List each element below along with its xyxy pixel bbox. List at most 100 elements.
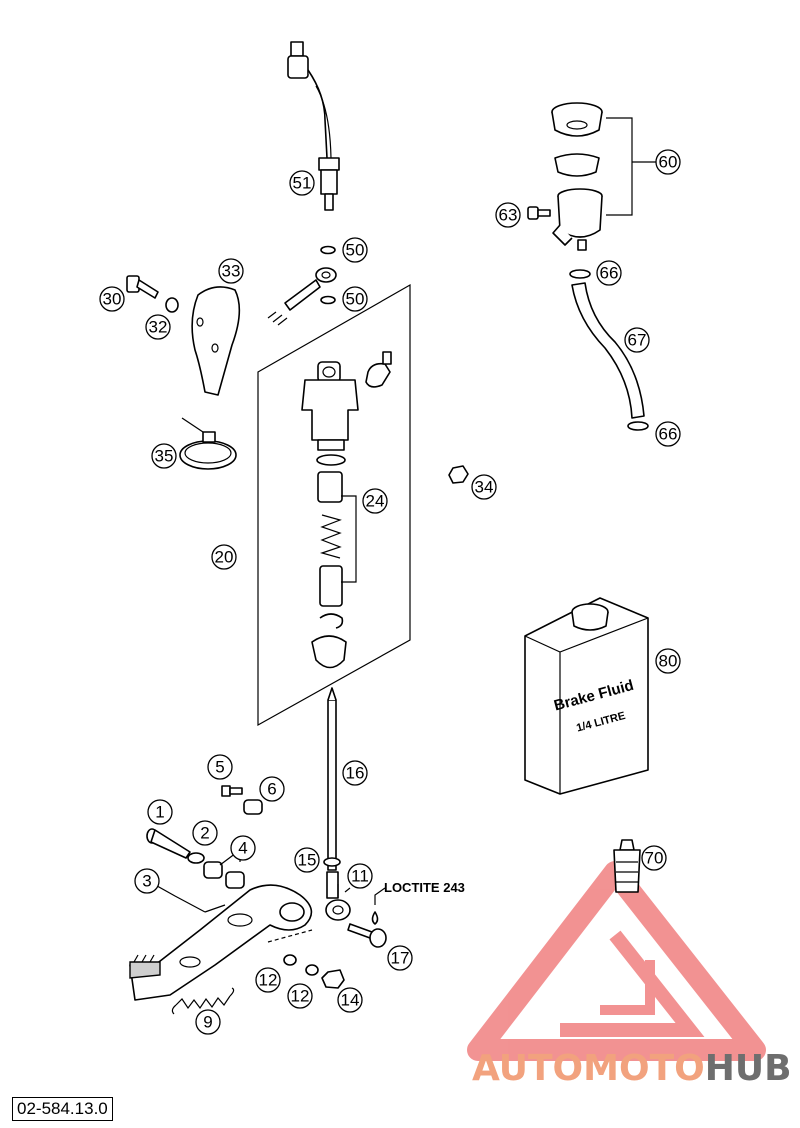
callout-24: 24 xyxy=(362,488,388,514)
callout-1: 1 xyxy=(147,799,173,825)
svg-text:20: 20 xyxy=(215,548,234,567)
callout-12-a: 12 xyxy=(255,967,281,993)
callout-33: 33 xyxy=(218,258,244,284)
hose-67 xyxy=(571,282,645,419)
svg-text:70: 70 xyxy=(645,849,664,868)
piston-sleeve xyxy=(317,471,343,503)
callout-16: 16 xyxy=(342,760,368,786)
svg-text:66: 66 xyxy=(600,264,619,283)
callout-11: 11 xyxy=(347,863,373,889)
brake-pedal-3 xyxy=(129,884,313,1001)
bolt-30 xyxy=(126,275,159,299)
callout-3: 3 xyxy=(134,868,160,894)
callout-4: 4 xyxy=(230,835,256,861)
watermark-text-part2: HUB xyxy=(705,1048,792,1089)
svg-text:6: 6 xyxy=(267,780,276,799)
callout-80: 80 xyxy=(655,648,681,674)
dust-boot xyxy=(311,635,347,669)
washer-12-b xyxy=(305,964,319,976)
watermark-triangle xyxy=(467,861,766,1061)
svg-text:1: 1 xyxy=(155,803,164,822)
svg-text:35: 35 xyxy=(155,447,174,466)
cable-tie-35 xyxy=(179,417,237,470)
master-cylinder xyxy=(301,361,359,451)
watermark-text-part1: AUTOMOTO xyxy=(472,1048,705,1089)
bolt-1 xyxy=(146,828,191,859)
callout-30: 30 xyxy=(99,286,125,312)
washer-12-a xyxy=(283,954,297,966)
callout-9: 9 xyxy=(195,1009,221,1035)
callout-66-bottom: 66 xyxy=(655,421,681,447)
nut-32 xyxy=(165,297,179,313)
nut-14 xyxy=(321,969,345,989)
svg-text:16: 16 xyxy=(346,764,365,783)
pushrod-16 xyxy=(323,687,341,899)
svg-text:30: 30 xyxy=(103,290,122,309)
svg-text:63: 63 xyxy=(499,206,518,225)
callout-12-b: 12 xyxy=(287,983,313,1009)
loctite-tube xyxy=(613,839,641,893)
callout-20: 20 xyxy=(211,544,237,570)
svg-text:50: 50 xyxy=(346,241,365,260)
o-ring xyxy=(316,454,346,466)
svg-text:4: 4 xyxy=(238,839,247,858)
callout-15: 15 xyxy=(294,847,320,873)
screw-5 xyxy=(221,785,243,797)
svg-text:14: 14 xyxy=(341,991,360,1010)
svg-text:5: 5 xyxy=(215,758,224,777)
svg-text:66: 66 xyxy=(659,425,678,444)
brake-fluid-container: Brake Fluid 1/4 LITRE xyxy=(524,597,649,795)
svg-text:9: 9 xyxy=(203,1013,212,1032)
svg-text:3: 3 xyxy=(142,872,151,891)
brake-light-switch xyxy=(287,41,340,211)
callout-51: 51 xyxy=(289,170,315,196)
callout-50-bottom: 50 xyxy=(342,286,368,312)
drawing-code: 02-584.13.0 xyxy=(12,1097,113,1121)
bolt-17 xyxy=(347,923,387,948)
callout-66-top: 66 xyxy=(596,260,622,286)
svg-text:12: 12 xyxy=(259,971,278,990)
watermark-logo xyxy=(467,861,766,1061)
loctite-note: LOCTITE 243 xyxy=(384,880,465,895)
bushing-4-b xyxy=(225,871,245,889)
callout-60: 60 xyxy=(655,149,681,175)
callout-70: 70 xyxy=(641,845,667,871)
callout-32: 32 xyxy=(145,314,171,340)
svg-text:11: 11 xyxy=(351,867,369,886)
callout-17: 17 xyxy=(387,945,413,971)
assembly-20-outline xyxy=(257,283,411,727)
cover-33 xyxy=(191,286,241,396)
callout-63: 63 xyxy=(495,202,521,228)
callout-6: 6 xyxy=(259,776,285,802)
svg-text:12: 12 xyxy=(291,987,310,1006)
spring-9 xyxy=(175,995,231,1010)
loctite-drop xyxy=(371,911,379,925)
callout-67: 67 xyxy=(624,327,650,353)
svg-text:24: 24 xyxy=(366,492,385,511)
svg-text:17: 17 xyxy=(391,949,410,968)
clamp-66-bottom xyxy=(627,421,649,431)
svg-text:60: 60 xyxy=(659,153,678,172)
reservoir-60 xyxy=(551,102,603,251)
clevis-11 xyxy=(325,899,351,921)
spring xyxy=(319,514,342,559)
screw-63 xyxy=(527,206,551,220)
watermark-text: AUTOMOTOHUB xyxy=(472,1048,792,1089)
svg-text:67: 67 xyxy=(628,331,647,350)
piston xyxy=(319,565,343,607)
callout-2: 2 xyxy=(192,820,218,846)
callout-34: 34 xyxy=(471,474,497,500)
bushing-4-a xyxy=(203,861,223,879)
nut-34 xyxy=(448,465,469,484)
svg-text:80: 80 xyxy=(659,652,678,671)
callout-35: 35 xyxy=(151,443,177,469)
banjo-fitting xyxy=(267,267,337,326)
svg-text:2: 2 xyxy=(200,824,209,843)
callout-5: 5 xyxy=(207,754,233,780)
svg-text:15: 15 xyxy=(298,851,317,870)
bracket-60 xyxy=(606,117,656,216)
callout-50-top: 50 xyxy=(342,237,368,263)
clamp-66-top xyxy=(569,269,591,279)
elbow-fitting xyxy=(365,351,392,388)
